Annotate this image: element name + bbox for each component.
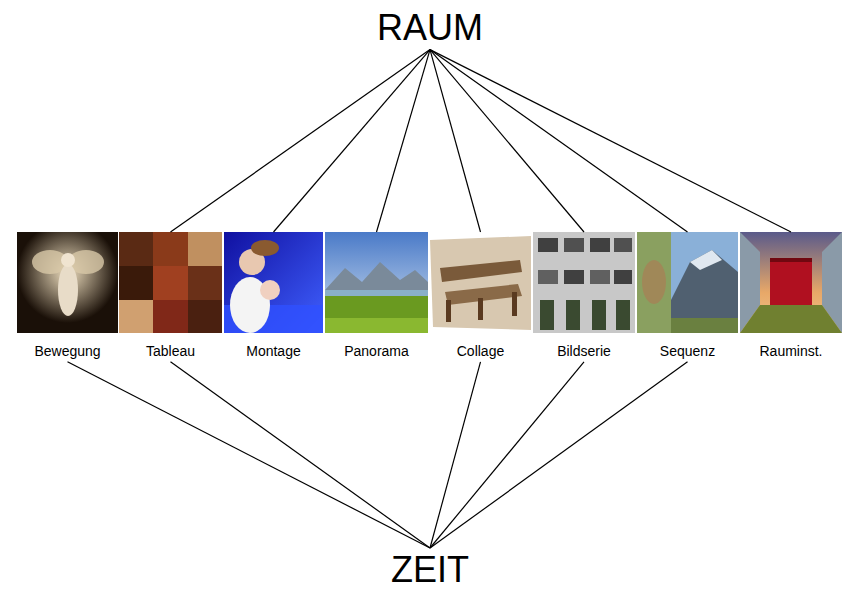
series-frame — [564, 270, 584, 284]
meadow-front — [325, 318, 428, 333]
connector-line — [171, 362, 431, 548]
meadow — [325, 296, 428, 333]
sky — [740, 232, 842, 333]
connector-line — [430, 50, 584, 232]
series-frame — [590, 270, 610, 284]
tableau-cell — [119, 300, 153, 333]
image-tile: Bildserie — [533, 232, 635, 360]
sequenz-image — [637, 232, 738, 333]
bench-seat — [445, 284, 522, 305]
child-head — [260, 280, 280, 300]
connector-line — [377, 50, 431, 232]
tableau-cell — [188, 266, 222, 300]
lake — [325, 290, 428, 296]
tile-label: Panorama — [325, 343, 428, 360]
connector-line — [430, 50, 481, 232]
bench-leg — [512, 292, 517, 316]
image-tile: Bewegung — [17, 232, 118, 360]
connector-line — [171, 50, 431, 232]
bird — [642, 260, 666, 304]
connector-line — [430, 362, 481, 548]
image-tile: Sequenz — [637, 232, 738, 360]
tableau-image — [119, 232, 222, 333]
dancer-head — [61, 253, 75, 267]
bench-leg — [478, 298, 483, 320]
connector-line — [430, 50, 688, 232]
series-hedge — [566, 300, 580, 330]
tile-label: Sequenz — [637, 343, 738, 360]
dancer-figure — [58, 264, 78, 316]
image-tile: Tableau — [119, 232, 222, 360]
series-frame — [614, 270, 632, 284]
red-curtain — [770, 258, 812, 305]
tableau-cell — [153, 300, 188, 333]
connector-line — [68, 362, 431, 548]
connector-line — [430, 362, 688, 548]
tableau-cell — [188, 300, 222, 333]
rauminstallation-image — [740, 232, 842, 333]
axis-term: RAUM — [377, 8, 483, 48]
bewegung-image — [17, 232, 118, 333]
mountains — [325, 262, 428, 295]
tableau-cell — [188, 232, 222, 266]
tableau-cell — [119, 266, 153, 300]
bench-back — [440, 260, 522, 282]
bench-leg — [446, 300, 451, 322]
hat — [251, 240, 279, 256]
tableau-cell — [153, 232, 188, 266]
connector-line — [430, 50, 791, 232]
tile-label: Tableau — [119, 343, 222, 360]
series-frame — [538, 270, 558, 284]
floor — [740, 305, 842, 333]
tile-label: Rauminst. — [740, 343, 842, 360]
montage-image — [224, 232, 323, 333]
tableau-cell — [153, 266, 188, 300]
image-tile: Montage — [224, 232, 323, 360]
sequence-panel — [637, 232, 671, 333]
snow — [690, 250, 722, 270]
valley — [671, 318, 738, 333]
tile-label: Bildserie — [533, 343, 635, 360]
collage-image — [430, 236, 531, 330]
curtain-rail — [770, 258, 812, 262]
axis-term: ZEIT — [391, 550, 469, 590]
tile-label: Bewegung — [17, 343, 118, 360]
series-frame — [590, 238, 610, 252]
image-tile: Collage — [430, 232, 531, 360]
axis-label: RAUM — [377, 8, 483, 48]
image-ground — [533, 232, 635, 333]
series-hedge — [592, 300, 606, 330]
image-ground — [17, 232, 118, 333]
connector-line — [430, 362, 584, 548]
image-tile: Rauminst. — [740, 232, 842, 360]
panorama-image — [325, 232, 428, 333]
series-hedge — [616, 300, 630, 330]
image-tile: Panorama — [325, 232, 428, 360]
series-frame — [614, 238, 632, 252]
tile-label: Montage — [224, 343, 323, 360]
mountain — [671, 250, 738, 333]
sky — [325, 232, 428, 333]
bildserie-image — [533, 232, 635, 333]
series-frame — [564, 238, 584, 252]
image-ground — [430, 236, 531, 330]
series-frame — [538, 238, 558, 252]
connector-line — [274, 50, 431, 232]
tableau-cell — [119, 232, 153, 266]
axis-label: ZEIT — [391, 550, 469, 590]
tile-label: Collage — [430, 343, 531, 360]
series-hedge — [540, 300, 554, 330]
image-ground — [224, 232, 323, 333]
sky — [671, 232, 738, 333]
